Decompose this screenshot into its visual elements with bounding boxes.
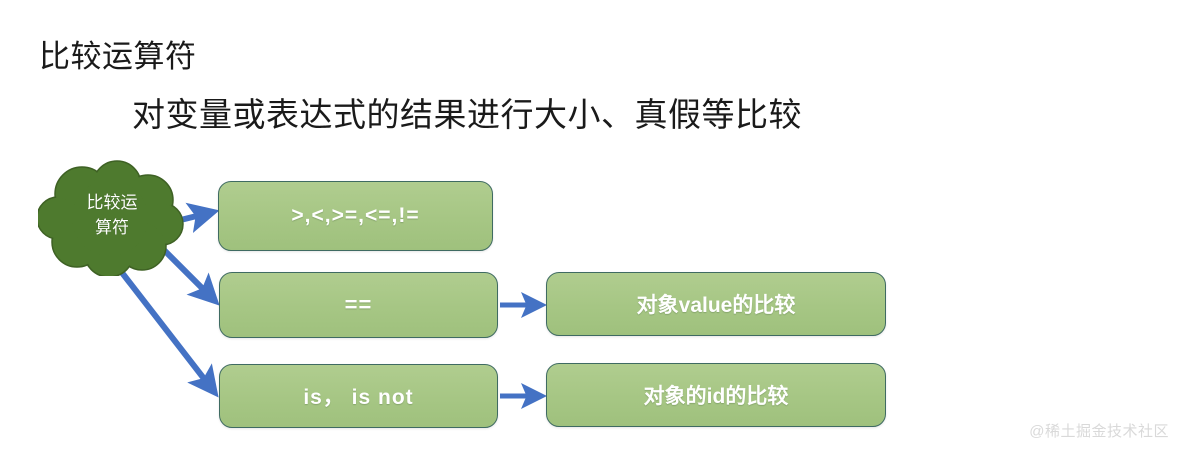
node-value-comparison[interactable]: 对象value的比较 (546, 272, 886, 336)
page-title: 比较运算符 (39, 39, 197, 74)
cloud-shape-icon (38, 160, 184, 276)
cloud-node-comparison-operators[interactable]: 比较运 算符 (38, 160, 186, 276)
node-identity-operator[interactable]: is， is not (219, 364, 498, 428)
watermark: @稀土掘金技术社区 (1029, 423, 1169, 440)
cloud-node-label-line1: 比较运 (86, 193, 138, 212)
cloud-node-label: 比较运 算符 (38, 190, 186, 240)
node-id-comparison[interactable]: 对象的id的比较 (546, 363, 886, 427)
node-operators-symbols[interactable]: >,<,>=,<=,!= (218, 181, 493, 251)
page-subtitle: 对变量或表达式的结果进行大小、真假等比较 (132, 96, 802, 133)
cloud-node-label-line2: 算符 (95, 218, 129, 237)
node-equality-operator[interactable]: == (219, 272, 498, 338)
